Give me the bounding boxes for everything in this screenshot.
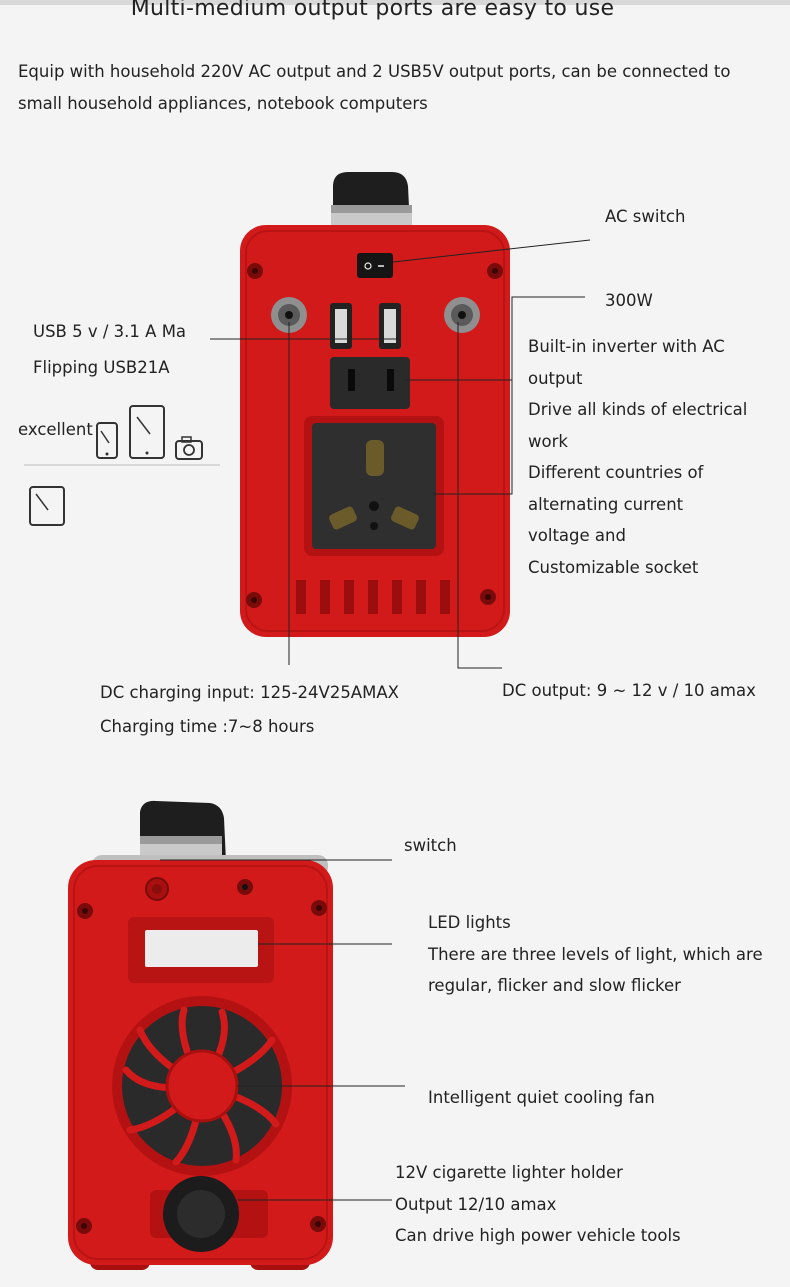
page-title: Multi-medium output ports are easy to us… (130, 0, 615, 21)
usb-label-block: USB 5 v / 3.1 A Ma Flipping USB21A (33, 314, 186, 386)
led-line: regular, flicker and slow flicker (428, 976, 681, 995)
usb-label-line: USB 5 v / 3.1 A Ma (33, 322, 187, 341)
lighter-line: 12Ⅴ cigarette lighter holder (395, 1163, 623, 1182)
camera-icon (175, 436, 203, 460)
front-device (240, 172, 510, 637)
led-description: LED lights There are three levels of lig… (428, 907, 763, 1002)
switch-label: switch (404, 836, 457, 855)
back-leader-lines (160, 859, 405, 1201)
inverter-line: alternating current (528, 494, 684, 514)
dc-output-label: DC output: 9 ~ 12 v / 10 amax (502, 681, 756, 700)
inverter-line: voltage and (528, 526, 626, 545)
tablet-small-icon (29, 486, 65, 526)
front-leader-lines (210, 239, 591, 669)
inverter-line: Different countries of (528, 463, 704, 482)
inverter-line: Built-in inverter with AC (528, 337, 725, 356)
compat-label: excellent (18, 420, 93, 439)
dc-input-line: Charging time :7~8 hours (100, 717, 315, 736)
phone-icon (96, 422, 118, 459)
inverter-line: Drive all kinds of electrical (528, 400, 748, 419)
fan-label: Intelligent quiet cooling fan (428, 1088, 655, 1107)
inverter-line: Customizable socket (528, 557, 699, 577)
lighter-line: Can drive high power vehicle tools (395, 1226, 681, 1245)
led-line: There are three levels of light, which a… (428, 944, 763, 964)
led-line: LED lights (428, 913, 511, 932)
inverter-line: output (528, 368, 583, 388)
dc-input-line: DC charging input: 125-24V25AMAX (100, 683, 399, 702)
tablet-icon (129, 405, 165, 459)
inverter-line: work (528, 431, 568, 451)
back-device (68, 800, 333, 1270)
intro-text: Equip with household 220V AC output and … (18, 62, 731, 113)
top-rule (0, 0, 790, 5)
inverter-description: Built-in inverter with AC output Drive a… (528, 331, 747, 583)
dc-input-block: DC charging input: 125-24V25AMAX Chargin… (100, 676, 399, 744)
usb-label-line: Flipping USB21A (33, 358, 170, 377)
power-rating-label: 300W (605, 291, 653, 310)
lighter-line: Output 12/10 amax (395, 1194, 557, 1214)
lighter-description: 12Ⅴ cigarette lighter holder Output 12/1… (395, 1157, 681, 1252)
ac-switch-label: AC switch (605, 207, 686, 226)
